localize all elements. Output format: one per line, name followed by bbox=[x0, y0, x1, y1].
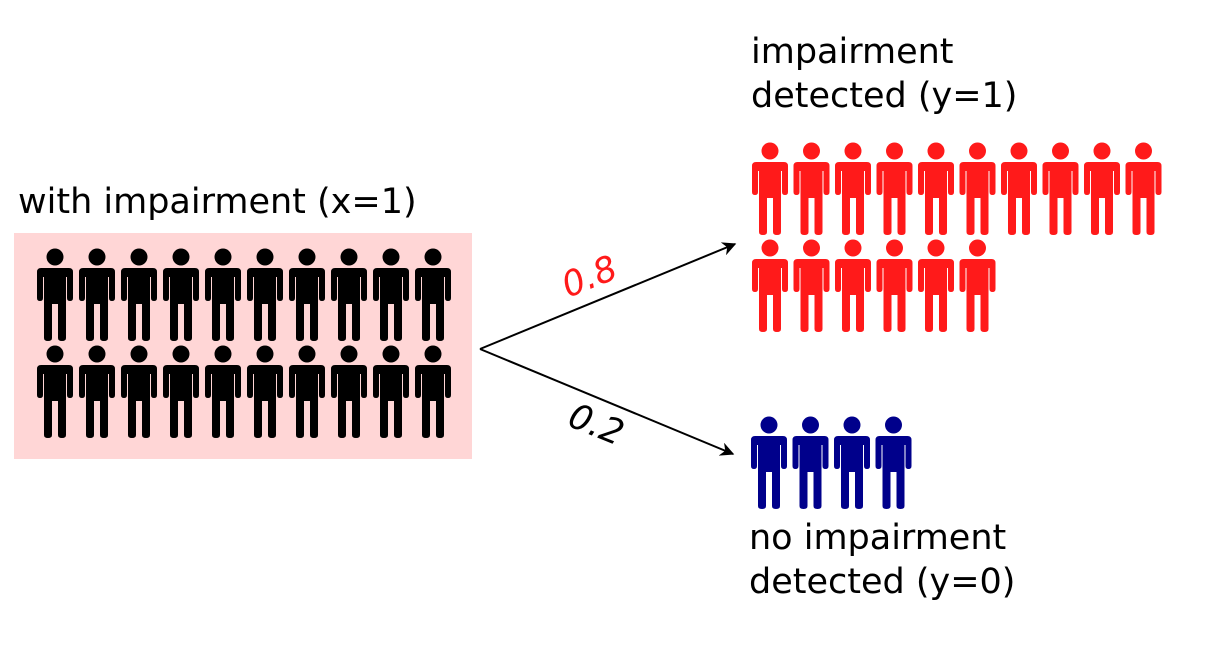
person-icon bbox=[289, 345, 325, 438]
person-icon bbox=[834, 416, 870, 509]
person-icon bbox=[79, 345, 115, 438]
person-icon bbox=[205, 248, 241, 341]
probability-detected-label: 0.8 bbox=[556, 248, 623, 306]
person-icon bbox=[1042, 142, 1079, 235]
person-icon bbox=[752, 239, 788, 332]
person-icon bbox=[121, 248, 157, 341]
person-icon bbox=[205, 345, 241, 438]
person-icon bbox=[415, 248, 451, 341]
person-icon bbox=[959, 239, 996, 332]
person-icon bbox=[163, 248, 199, 341]
source-group-label: with impairment (x=1) bbox=[18, 182, 417, 222]
probability-not-detected-label: 0.2 bbox=[563, 396, 630, 454]
person-icon bbox=[793, 239, 830, 332]
person-icon bbox=[835, 239, 871, 332]
person-icon bbox=[121, 345, 157, 438]
person-icon bbox=[793, 142, 830, 235]
person-icon bbox=[373, 248, 409, 341]
arrow-to-detected bbox=[479, 242, 737, 350]
positive-group-label: impairment detected (y=1) bbox=[751, 30, 1017, 118]
person-icon bbox=[247, 345, 283, 438]
person-icon bbox=[331, 248, 367, 341]
person-icon bbox=[1084, 142, 1120, 235]
negative-label-line1: no impairment bbox=[749, 518, 1007, 558]
person-icon bbox=[792, 416, 829, 509]
person-icon bbox=[37, 248, 73, 341]
person-icon bbox=[875, 416, 912, 509]
person-icon bbox=[959, 142, 996, 235]
person-icon bbox=[37, 345, 73, 438]
person-icon bbox=[918, 239, 954, 332]
person-icon bbox=[876, 142, 913, 235]
person-icon bbox=[1125, 142, 1162, 235]
positive-people-group bbox=[752, 142, 1162, 332]
person-icon bbox=[289, 248, 325, 341]
positive-label-line1: impairment bbox=[751, 32, 954, 72]
source-people-group bbox=[37, 248, 451, 438]
person-icon bbox=[415, 345, 451, 438]
person-icon bbox=[163, 345, 199, 438]
person-icon bbox=[373, 345, 409, 438]
person-icon bbox=[752, 142, 788, 235]
person-icon bbox=[247, 248, 283, 341]
negative-group-label: no impairment detected (y=0) bbox=[749, 516, 1015, 604]
negative-people-group bbox=[751, 416, 912, 509]
person-icon bbox=[1001, 142, 1037, 235]
arrow-to-not-detected bbox=[479, 348, 735, 456]
person-icon bbox=[918, 142, 954, 235]
positive-label-line2: detected (y=1) bbox=[751, 76, 1018, 116]
person-icon bbox=[331, 345, 367, 438]
person-icon bbox=[835, 142, 871, 235]
person-icon bbox=[751, 416, 787, 509]
person-icon bbox=[79, 248, 115, 341]
person-icon bbox=[876, 239, 913, 332]
negative-label-line2: detected (y=0) bbox=[749, 562, 1016, 602]
